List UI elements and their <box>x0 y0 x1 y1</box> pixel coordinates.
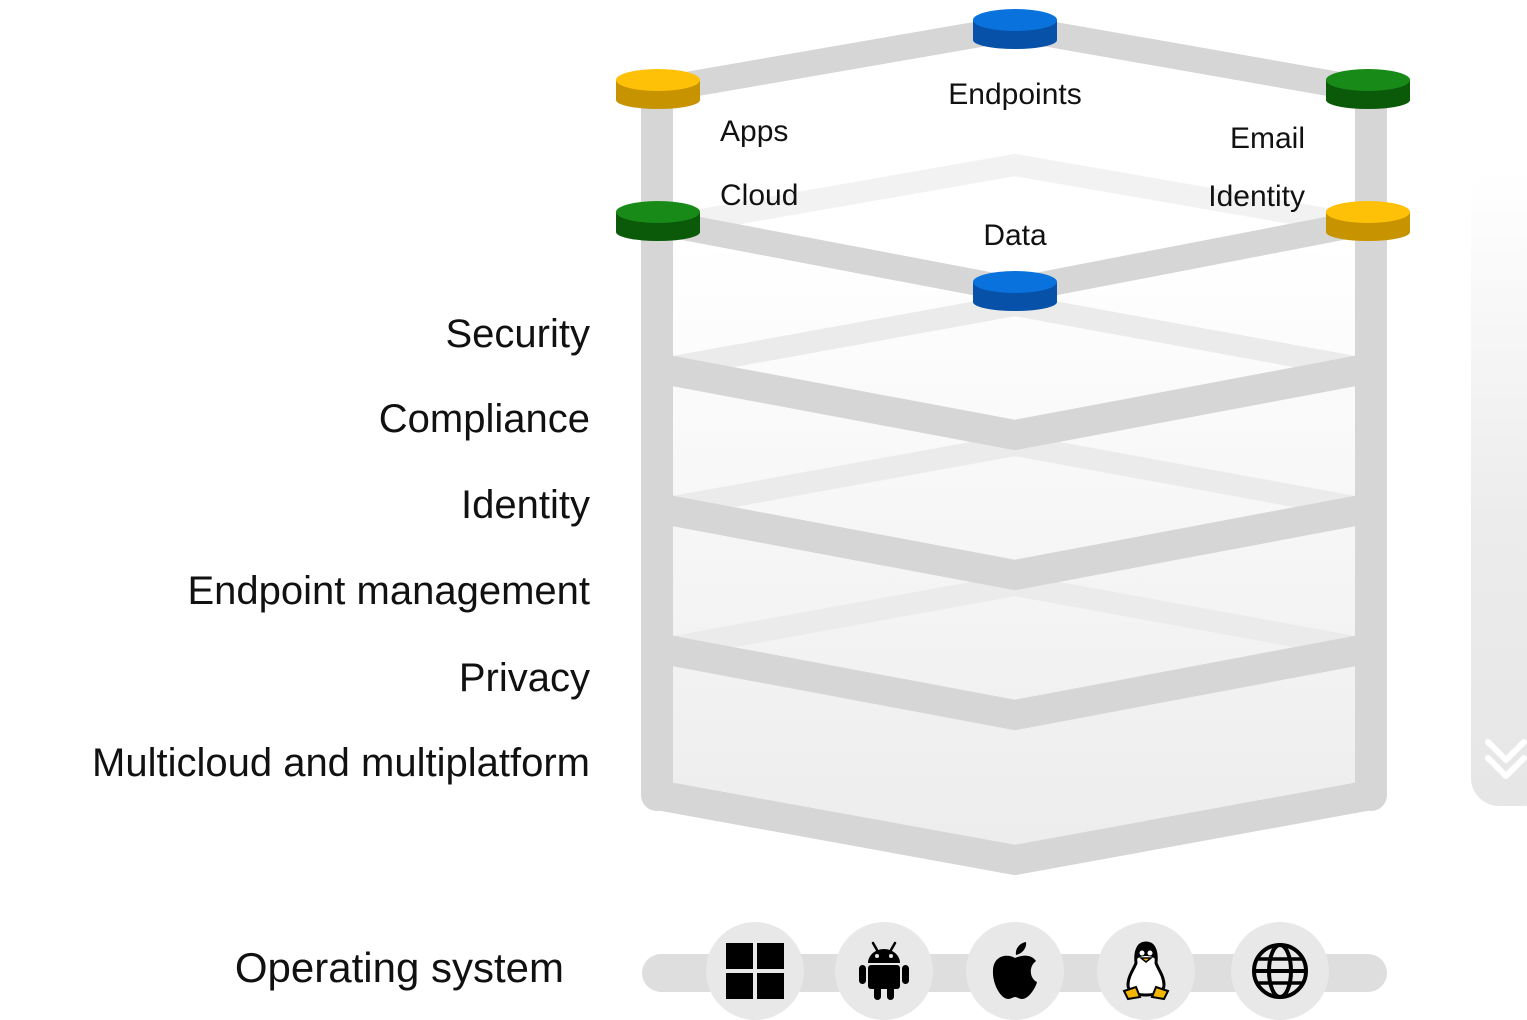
cloud-label: Cloud <box>720 179 798 212</box>
email-label: Email <box>1230 122 1305 155</box>
node-discs <box>616 9 1410 311</box>
apps-node[interactable] <box>616 69 700 109</box>
layer-label-endpoint-management[interactable]: Endpoint management <box>187 569 591 613</box>
cloud-node[interactable] <box>616 201 700 241</box>
layer-label-multicloud[interactable]: Multicloud and multiplatform <box>92 741 590 785</box>
top-back-line <box>670 153 1362 236</box>
scroll-panel[interactable] <box>1471 170 1527 806</box>
data-label: Data <box>983 219 1047 252</box>
layer-front-lines <box>654 353 1374 875</box>
layer-label-identity[interactable]: Identity <box>461 483 590 527</box>
layer-label-privacy[interactable]: Privacy <box>458 656 590 700</box>
windows-icon <box>726 943 784 999</box>
globe-icon <box>1252 943 1308 999</box>
identity-node[interactable] <box>1326 201 1410 241</box>
chevron-double-down-icon[interactable] <box>1484 736 1527 782</box>
data-node[interactable] <box>973 271 1057 311</box>
email-node[interactable] <box>1326 69 1410 109</box>
apps-label: Apps <box>720 115 788 148</box>
linux-icon <box>1122 941 1170 1001</box>
web-button[interactable] <box>1231 922 1329 1020</box>
android-button[interactable] <box>835 922 933 1020</box>
android-icon <box>859 941 909 1000</box>
layer-label-compliance[interactable]: Compliance <box>378 397 590 441</box>
stack-body <box>657 240 1371 865</box>
apple-button[interactable] <box>966 922 1064 1020</box>
endpoints-node[interactable] <box>973 9 1057 49</box>
windows-button[interactable] <box>706 922 804 1020</box>
linux-button[interactable] <box>1097 922 1195 1020</box>
layer-label-security[interactable]: Security <box>445 312 591 356</box>
apple-icon <box>992 942 1037 999</box>
endpoints-label: Endpoints <box>948 78 1081 111</box>
identity-node-label: Identity <box>1208 180 1305 213</box>
operating-system-label: Operating system <box>234 944 564 991</box>
